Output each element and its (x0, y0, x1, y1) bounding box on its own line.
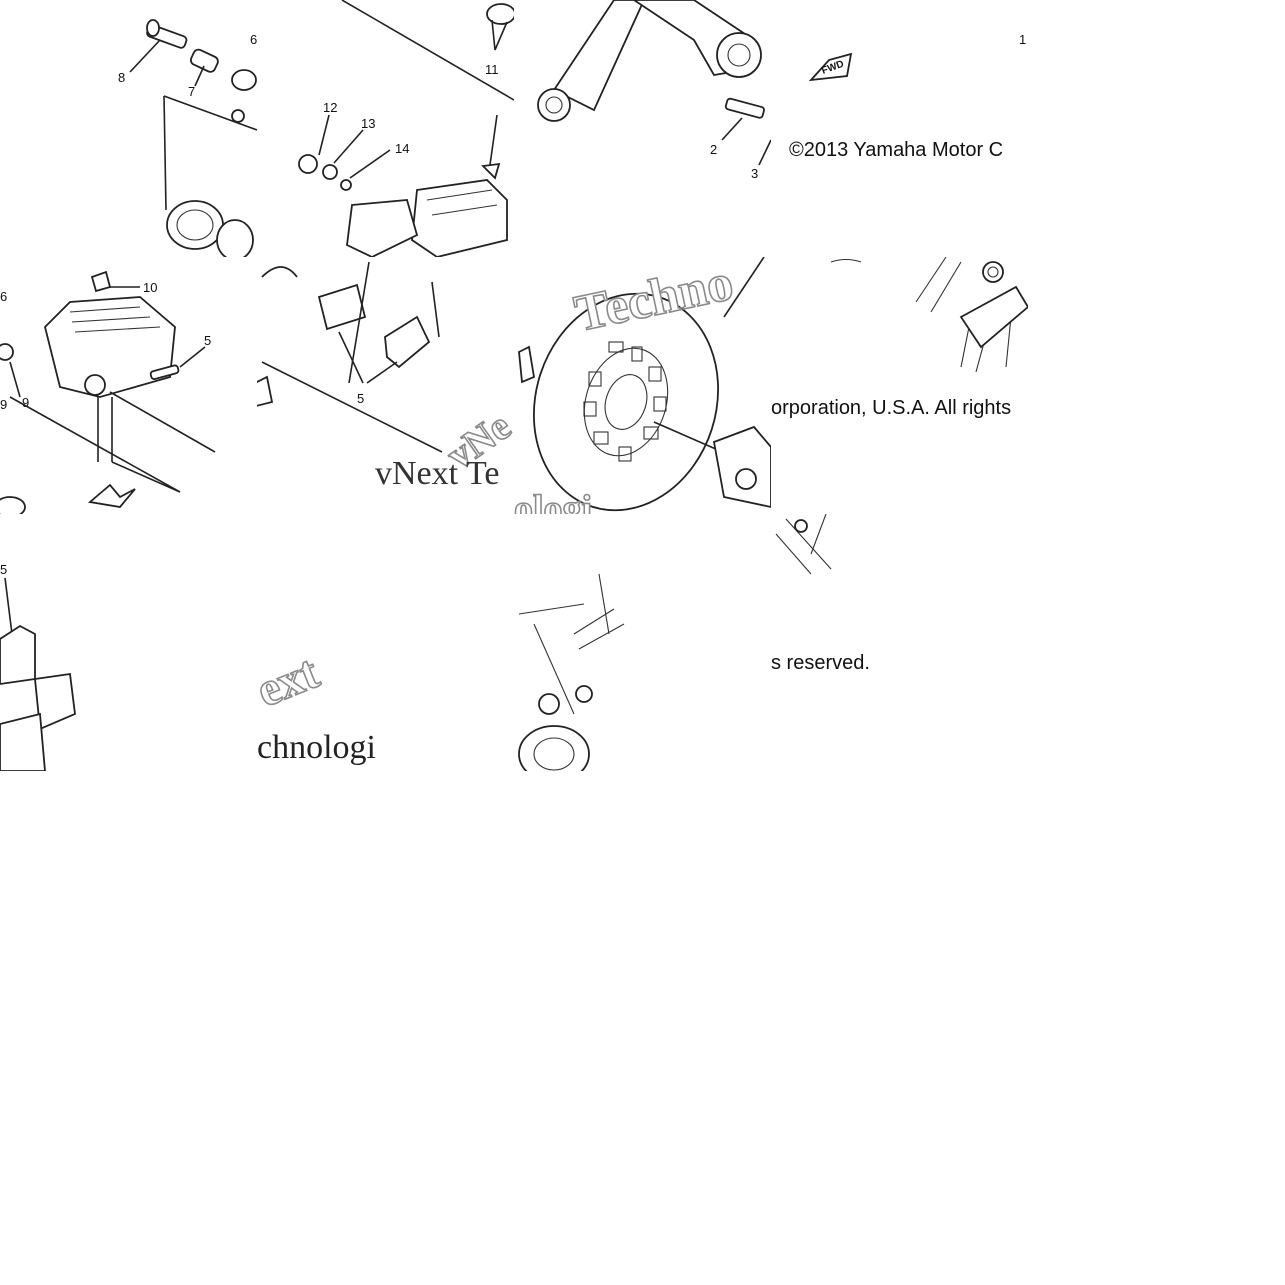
wheel-hub-group (518, 573, 625, 771)
watermark-5: ext (257, 645, 327, 719)
tile-middle-right: orporation, U.S.A. All rights (771, 257, 1028, 514)
callout-6: 6 (250, 32, 257, 47)
tile-top-left: 8 7 6 (0, 0, 257, 257)
callout-3: 3 (751, 166, 758, 181)
callout-12: 12 (323, 100, 337, 115)
watermark-4: ologi (514, 487, 593, 514)
callout-14: 14 (395, 141, 409, 156)
callout-9b: 9 (0, 397, 7, 412)
tile-top-middle: 12 13 14 11 (257, 0, 514, 257)
copyright-line-1: ©2013 Yamaha Motor C (789, 139, 1004, 161)
tile-top-center-right: 2 3 (514, 0, 771, 257)
tile-top-right: FWD 1 ©2013 Yamaha Motor C (771, 0, 1028, 257)
tile-bottom-center-right (514, 514, 642, 771)
tile-bottom-left: 5 (0, 514, 257, 771)
fork-bottom-group (830, 257, 1028, 373)
copyright-line-3: s reserved. (771, 652, 870, 674)
brake-disc-group (518, 257, 771, 512)
callout-13: 13 (361, 116, 375, 131)
brake-pad-group: 5 (257, 261, 443, 453)
fwd-arrow-icon (808, 52, 853, 82)
callout-7: 7 (188, 84, 195, 99)
caliper-bolt-group: 8 7 6 (118, 19, 257, 257)
callout-5: 5 (204, 333, 211, 348)
callout-2: 2 (710, 142, 717, 157)
callout-6b: 6 (0, 289, 7, 304)
tile-middle-center-right: Techno ologi (514, 257, 771, 514)
brake-disc (533, 292, 719, 512)
tile-bottom-center: ext chnologi (257, 514, 385, 771)
fwd-arrow-group: FWD 1 (808, 32, 1026, 82)
caliper-lower-group: 5 (0, 562, 76, 771)
callout-8: 8 (118, 70, 125, 85)
callout-5c: 5 (0, 562, 7, 577)
copyright-line-2: orporation, U.S.A. All rights (771, 397, 1012, 419)
brake-pad-right (384, 315, 431, 369)
callout-9: 9 (22, 395, 29, 410)
bolt-drawing (146, 19, 188, 49)
callout-10: 10 (143, 280, 157, 295)
fork-leg-group: 2 3 (537, 0, 771, 181)
caliper-mount-group: 12 13 14 11 (298, 0, 514, 257)
callout-5b: 5 (357, 391, 364, 406)
fork-lower-drawing (775, 514, 832, 575)
watermark-6: chnologi (257, 729, 376, 766)
caliper-body-group: 10 5 6 9 9 (0, 270, 216, 514)
callout-11: 11 (485, 62, 499, 77)
callout-1: 1 (1019, 32, 1026, 47)
tile-middle-center: 5 vNe vNext Te (257, 257, 514, 514)
wheel-hub (518, 725, 590, 771)
tile-fork-lower (771, 514, 841, 584)
brake-pad-left (317, 283, 367, 331)
watermark-3: vNext Te (375, 455, 500, 492)
tile-middle-left: 10 5 6 9 9 (0, 257, 257, 514)
